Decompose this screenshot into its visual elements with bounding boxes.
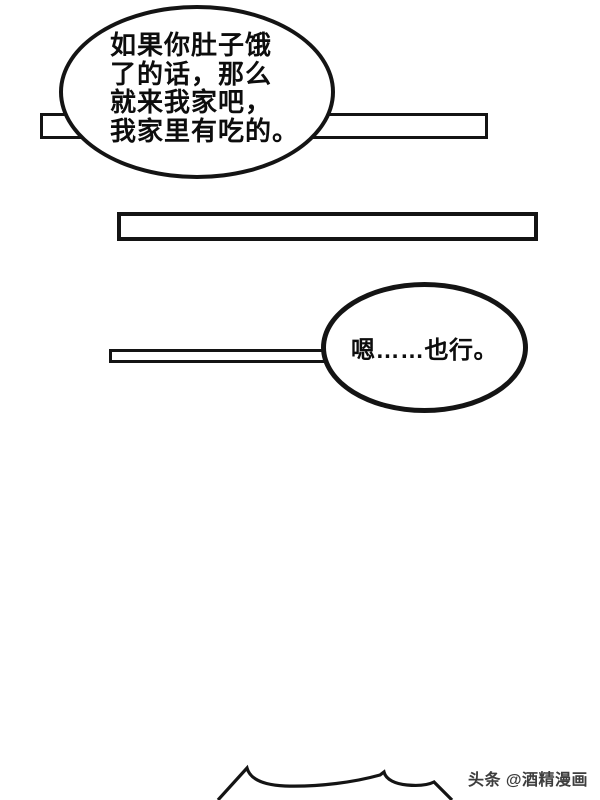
speech-line: 就来我家吧，: [110, 87, 273, 117]
speech-bubble-reply: [321, 282, 528, 413]
censor-bar-thin: [109, 349, 328, 363]
speech-line: 我家里有吃的。: [110, 115, 300, 146]
watermark-text: 头条 @酒精漫画: [467, 772, 588, 789]
speech-bubble-top: [59, 5, 335, 179]
censor-bar-middle: [117, 212, 538, 241]
burst-bubble-outline: [216, 764, 454, 800]
speech-bubble-reply-text: 嗯……也行。: [351, 337, 498, 364]
speech-line: 了的话，那么: [110, 58, 273, 89]
speech-line: 如果你肚子饿: [110, 30, 273, 60]
speech-bubble-top-text: 如果你肚子饿 了的话，那么 就来我家吧， 我家里有吃的。: [110, 31, 299, 145]
